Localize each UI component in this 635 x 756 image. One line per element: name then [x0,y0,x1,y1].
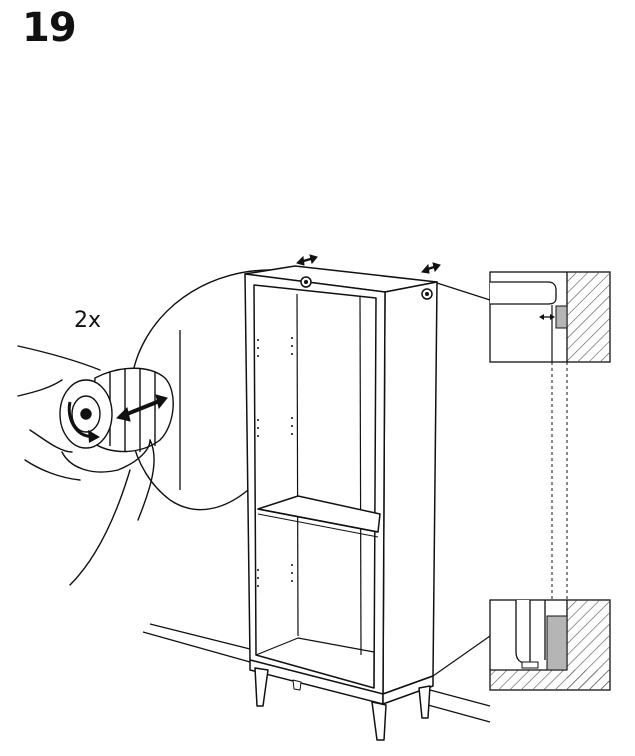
hand-illustration [17,345,155,586]
dashed-guides [551,362,568,600]
detail-callout [17,269,271,586]
double-headed-arrow-icon [296,254,318,266]
wall-detail-bottom [489,599,611,691]
bookcase [244,265,438,741]
double-headed-arrow-icon [421,262,441,274]
quantity-label: 2x [74,308,102,333]
step-number: 19 [22,5,77,51]
rotate-arrow-icon [67,401,100,443]
floor-lines [142,623,491,723]
double-headed-arrow-icon [539,314,555,320]
double-headed-arrow-icon [116,394,168,422]
detail-pointer-lines [432,282,491,677]
wall-detail-top [489,271,611,363]
